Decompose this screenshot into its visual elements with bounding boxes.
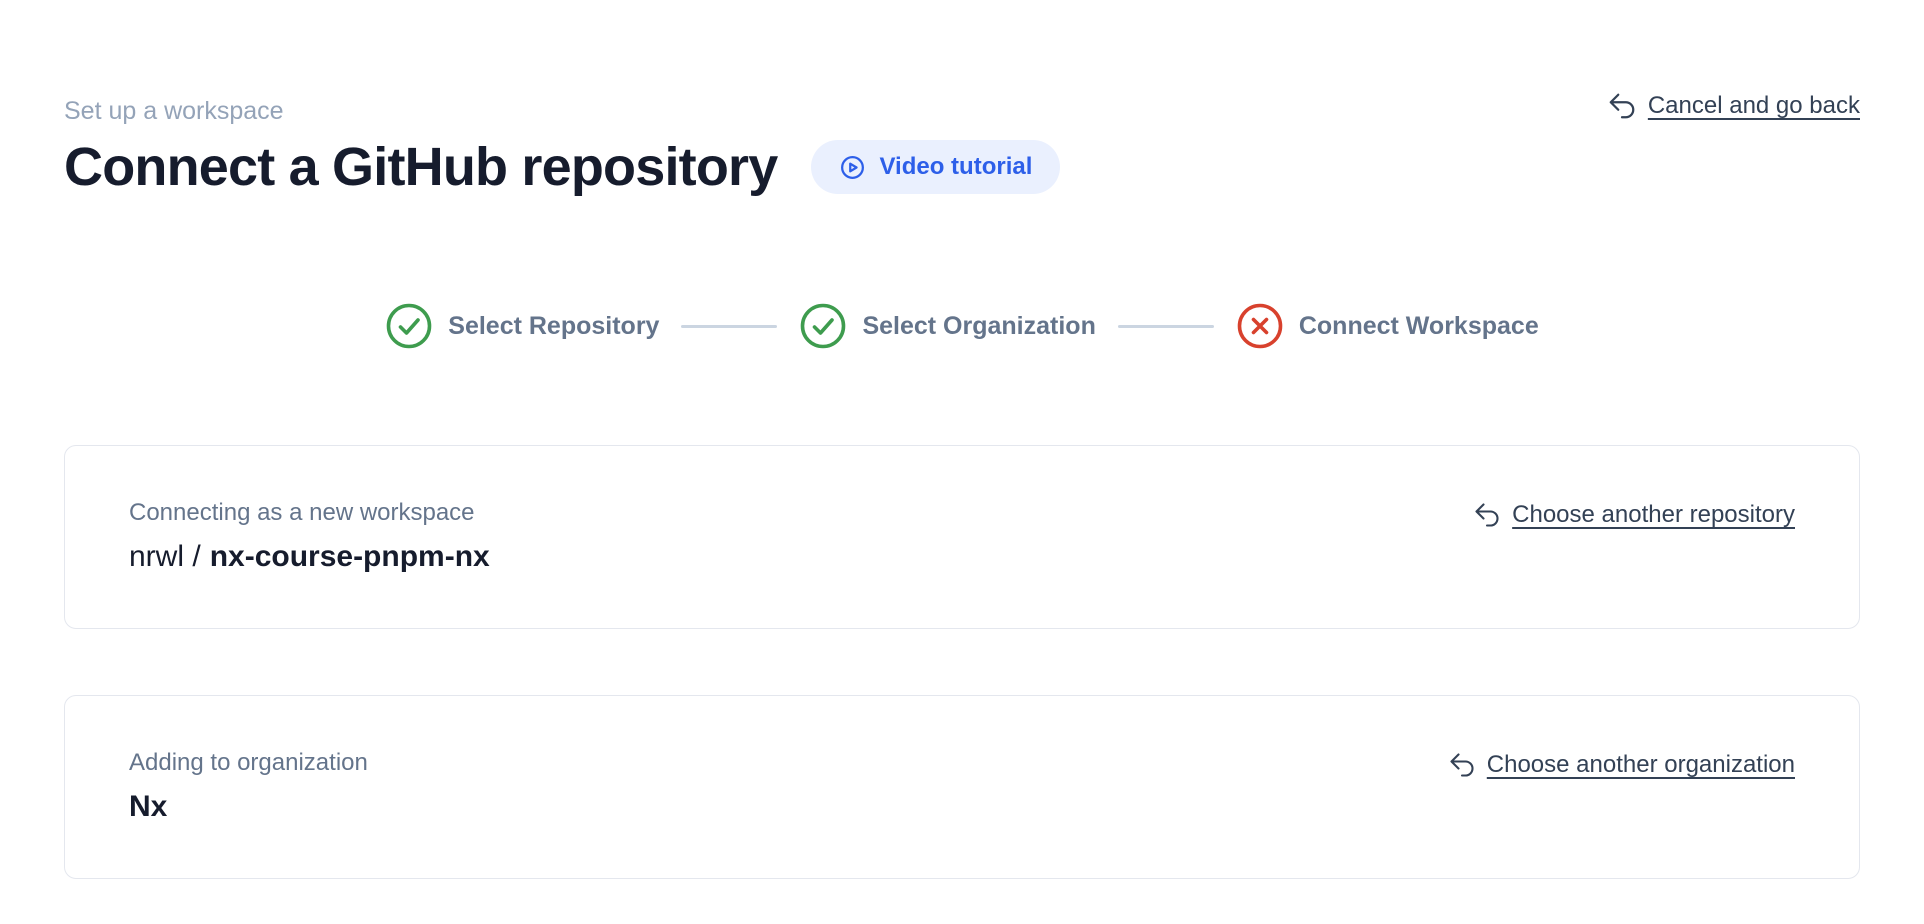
undo-arrow-icon xyxy=(1448,751,1476,779)
choose-another-organization-link[interactable]: Choose another organization xyxy=(1448,750,1795,780)
repository-name: nrwl /nx-course-pnpm-nx xyxy=(129,538,490,576)
undo-arrow-icon xyxy=(1607,91,1637,121)
header-left: Set up a workspace Connect a GitHub repo… xyxy=(64,96,1061,198)
eyebrow-text: Set up a workspace xyxy=(64,97,284,125)
check-circle-icon xyxy=(386,303,432,349)
step-label: Select Organization xyxy=(862,311,1096,340)
video-tutorial-button[interactable]: Video tutorial xyxy=(811,140,1061,194)
cancel-link-label: Cancel and go back xyxy=(1647,92,1860,119)
page-header: Set up a workspace Connect a GitHub repo… xyxy=(64,92,1860,198)
organization-main-name: Nx xyxy=(129,790,168,823)
cancel-and-go-back-link[interactable]: Cancel and go back xyxy=(1607,91,1860,121)
repository-card: Connecting as a new workspace nrwl /nx-c… xyxy=(64,445,1860,629)
stepper-connector xyxy=(1117,324,1214,328)
repository-card-label: Connecting as a new workspace xyxy=(129,499,475,526)
title-row: Connect a GitHub repository Video tutori… xyxy=(64,136,1061,198)
step-select-repository: Select Repository xyxy=(385,302,659,350)
stepper-connector xyxy=(681,324,778,328)
organization-card-label: Adding to organization xyxy=(129,749,368,776)
step-label: Select Repository xyxy=(448,311,660,340)
organization-card: Adding to organization Nx Choose another… xyxy=(64,695,1860,879)
setup-page: Set up a workspace Connect a GitHub repo… xyxy=(64,92,1860,879)
page-title: Connect a GitHub repository xyxy=(64,137,778,197)
choose-another-repository-label: Choose another repository xyxy=(1512,501,1795,528)
step-select-organization: Select Organization xyxy=(799,302,1096,350)
repository-owner: nrwl / xyxy=(129,540,201,573)
organization-name: Nx xyxy=(129,788,368,826)
choose-another-organization-label: Choose another organization xyxy=(1486,751,1795,778)
choose-another-repository-link[interactable]: Choose another repository xyxy=(1473,500,1795,530)
play-circle-icon xyxy=(839,154,866,181)
repository-repo-name: nx-course-pnpm-nx xyxy=(209,540,490,573)
x-circle-icon xyxy=(1237,303,1283,349)
video-tutorial-label: Video tutorial xyxy=(879,153,1033,180)
repository-info: Connecting as a new workspace nrwl /nx-c… xyxy=(129,498,490,576)
organization-info: Adding to organization Nx xyxy=(129,748,368,826)
step-connect-workspace: Connect Workspace xyxy=(1236,302,1539,350)
step-label: Connect Workspace xyxy=(1298,311,1539,340)
setup-stepper: Select Repository Select Organization Co… xyxy=(64,302,1860,350)
undo-arrow-icon xyxy=(1473,501,1501,529)
check-circle-icon xyxy=(801,303,846,349)
